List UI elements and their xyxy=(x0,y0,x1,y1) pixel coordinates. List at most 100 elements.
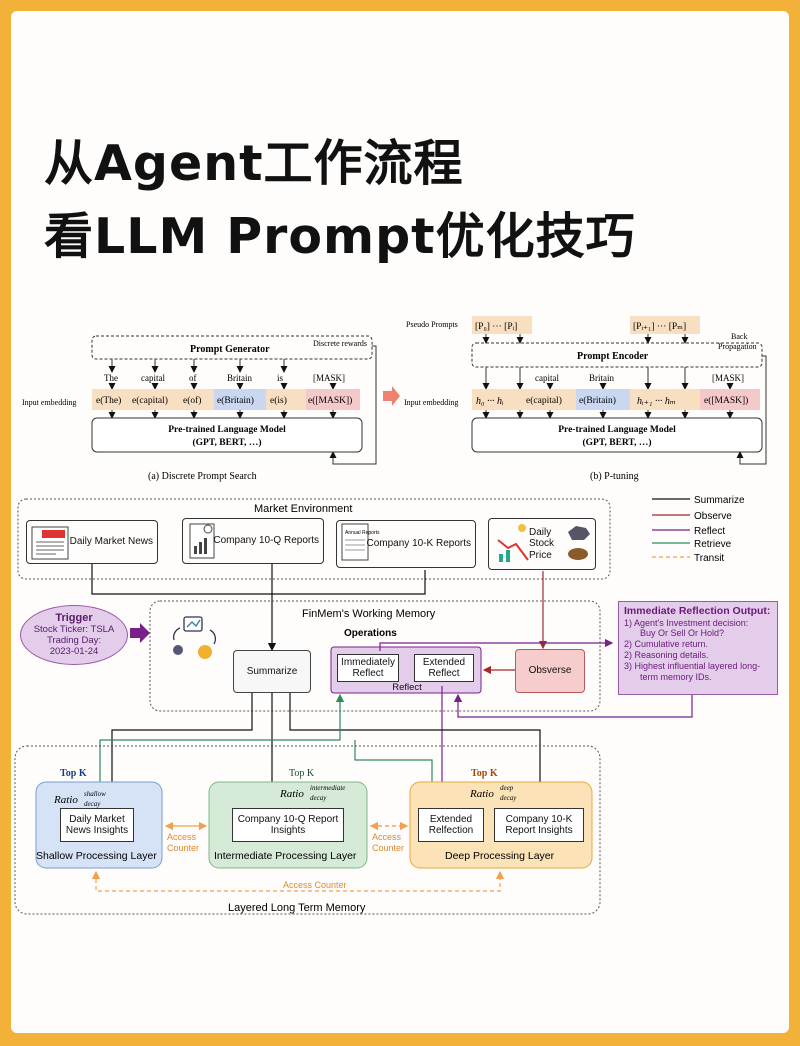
intermediate-insights-2: Insights xyxy=(270,825,306,836)
word-the: The xyxy=(104,373,118,383)
trigger-ticker: Stock Ticker: TSLA xyxy=(33,623,115,635)
ratio-shallow-sup: shallow xyxy=(84,790,106,798)
daily-market-news-label: Daily Market News xyxy=(69,536,153,548)
working-memory-title: FinMem's Working Memory xyxy=(302,608,436,620)
embed-britain-b: e(Britain) xyxy=(579,395,616,406)
shallow-insights-2: News Insights xyxy=(65,825,129,836)
prompt-generator-box xyxy=(91,335,373,360)
annual-report-icon: Annual Reports xyxy=(341,523,380,561)
word-capital-b: capital xyxy=(535,373,559,383)
deep-layer-label: Deep Processing Layer xyxy=(445,850,555,862)
embed-mask-b: e([MASK]) xyxy=(704,395,748,406)
embed-h-right: hᵢ₊₁ ··· hₘ xyxy=(637,396,676,407)
legend-observe: Observe xyxy=(694,511,732,522)
observe-label: Obsverse xyxy=(528,665,572,677)
trigger-day: 2023-01-24 xyxy=(49,645,99,657)
ratio-intermediate: Ratio xyxy=(279,788,304,800)
company-10k-insights-box: Company 10-K Report Insights xyxy=(494,808,584,842)
prompt-encoder-box xyxy=(471,342,763,368)
ratio-deep-sup: deep xyxy=(500,784,514,792)
long-term-memory-box xyxy=(14,745,601,915)
shallow-layer-label: Shallow Processing Layer xyxy=(36,850,157,862)
caption-p-tuning: (b) P-tuning xyxy=(590,471,639,482)
extended-reflection-1: Extended xyxy=(429,813,473,825)
input-embedding-label-b: Input embedding xyxy=(404,398,458,407)
ratio-deep-sub: decay xyxy=(500,794,517,802)
access-label-2b: Counter xyxy=(372,843,404,853)
reflect-label: Reflect xyxy=(392,681,422,693)
discrete-prompt-diagram: Prompt Generator Discrete rewards Input … xyxy=(22,335,377,482)
operations-label: Operations xyxy=(344,628,397,639)
legend-summarize: Summarize xyxy=(694,495,745,506)
stock-label-3: Price xyxy=(529,549,552,561)
trigger-arrow xyxy=(130,623,150,643)
company-10k-insights-1: Company 10-K xyxy=(505,813,573,825)
word-is: is xyxy=(277,373,284,383)
ratio-shallow: Ratio xyxy=(53,794,78,806)
pseudo-prompt-right: [Pᵢ₊₁] ··· [Pₘ] xyxy=(633,322,686,332)
word-britain: Britain xyxy=(227,373,252,383)
access-counter-label: Access Counter xyxy=(283,880,347,890)
access-label-1b: Counter xyxy=(167,843,199,853)
language-model-sub: (GPT, BERT, …) xyxy=(193,437,262,448)
caption-discrete: (a) Discrete Prompt Search xyxy=(148,471,257,482)
access-label-2a: Access xyxy=(372,832,402,842)
output-item-2: 2) Cumulative return. xyxy=(624,639,709,650)
trigger-badge: Trigger Stock Ticker: TSLA Trading Day: … xyxy=(20,605,128,665)
word-mask-b: [MASK] xyxy=(712,373,744,383)
reflect-label-box: Reflect xyxy=(385,682,429,694)
report-chart-icon xyxy=(189,523,215,559)
output-item-1: 1) Agent's Investment decision: xyxy=(624,617,749,628)
access-label-1a: Access xyxy=(167,832,197,842)
word-of: of xyxy=(189,373,197,383)
embed-the: e(The) xyxy=(96,395,121,406)
language-model-sub-b: (GPT, BERT, …) xyxy=(583,437,652,448)
shallow-insights-box: Daily Market News Insights xyxy=(60,808,134,842)
legend-retrieve: Retrieve xyxy=(694,539,732,550)
input-embedding-label: Input embedding xyxy=(22,398,76,407)
ratio-deep: Ratio xyxy=(469,788,494,800)
trigger-title: Trigger xyxy=(55,612,93,625)
output-item-3: 2) Reasoning details. xyxy=(624,649,709,660)
embed-capital-b: e(capital) xyxy=(526,395,562,406)
daily-stock-price-box: Daily Stock Price xyxy=(488,518,596,570)
embed-h-left: h₀ ··· hᵢ xyxy=(476,396,504,407)
legend-transit: Transit xyxy=(694,553,724,564)
immediately-reflect-box: Immediately Reflect xyxy=(337,654,399,682)
language-model-box-b xyxy=(471,417,763,453)
company-10k-insights-2: Report Insights xyxy=(505,825,573,836)
trigger-day-label: Trading Day: xyxy=(46,634,102,646)
discrete-rewards-label: Discrete rewards xyxy=(313,339,367,348)
embed-capital: e(capital) xyxy=(132,395,168,406)
operations-icon xyxy=(172,616,217,659)
annual-report-text: Annual Reports xyxy=(345,530,380,536)
prompt-encoder-label: Prompt Encoder xyxy=(577,351,649,362)
summarize-box: Summarize xyxy=(233,650,311,693)
back-prop-label-1: Back xyxy=(731,332,747,341)
embed-of: e(of) xyxy=(183,395,201,406)
intermediate-insights-box: Company 10-Q Report Insights xyxy=(232,808,344,842)
intermediate-insights-1: Company 10-Q Report xyxy=(237,813,339,825)
bear-icon xyxy=(568,548,588,560)
embed-mask: e([MASK]) xyxy=(308,395,352,406)
intermediate-layer-label: Intermediate Processing Layer xyxy=(214,850,357,862)
extended-label-2: Reflect xyxy=(428,668,460,679)
summarize-label: Summarize xyxy=(246,665,298,677)
pseudo-prompt-left: [P₀] ··· [Pᵢ] xyxy=(475,322,517,332)
immediately-label-1: Immediately xyxy=(341,656,395,668)
ratio-intermediate-sup: intermediate xyxy=(310,784,345,792)
title-line-1: 从Agent工作流程 xyxy=(44,135,464,192)
extended-reflect-box: Extended Reflect xyxy=(414,654,474,682)
title-line-2: 看LLM Prompt优化技巧 xyxy=(44,208,636,265)
market-environment-box xyxy=(17,498,611,580)
pseudo-prompts-label: Pseudo Prompts xyxy=(406,320,458,329)
legend-reflect: Reflect xyxy=(694,526,725,537)
language-model-label-b: Pre-trained Language Model xyxy=(558,425,676,435)
topk-deep: Top K xyxy=(471,768,498,779)
extended-reflection-2: Relfection xyxy=(428,825,474,836)
extended-label-1: Extended xyxy=(422,656,466,668)
output-item-1b: Buy Or Sell Or Hold? xyxy=(640,628,725,639)
stock-label-2: Stock xyxy=(529,538,555,550)
company-10k-label: Company 10-K Reports xyxy=(366,538,472,550)
market-environment-title: Market Environment xyxy=(254,503,352,515)
